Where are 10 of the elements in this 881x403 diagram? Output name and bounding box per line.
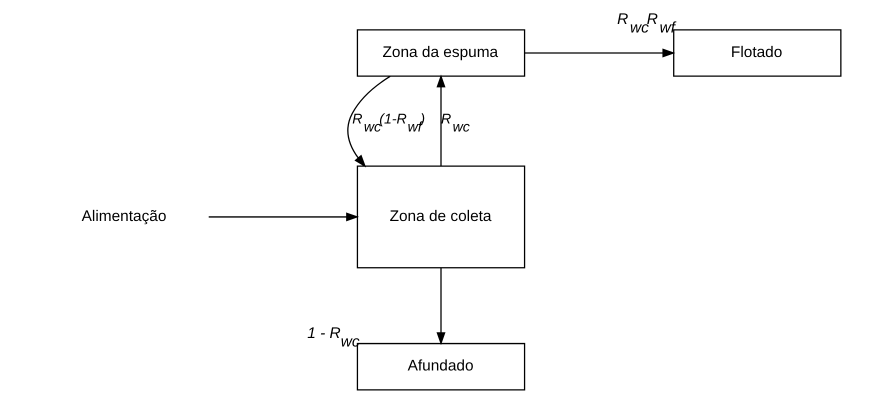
node-box: Zona da espuma (356, 29, 525, 77)
node-box: Afundado (356, 342, 525, 390)
arrow (346, 76, 390, 168)
arrow (436, 74, 445, 166)
arrow (524, 48, 675, 58)
node-box: Zona de coleta (356, 166, 525, 268)
arrow (436, 268, 445, 346)
node-box: Flotado (672, 29, 841, 77)
arrow (208, 212, 359, 222)
node-text: Alimentação (81, 208, 166, 225)
